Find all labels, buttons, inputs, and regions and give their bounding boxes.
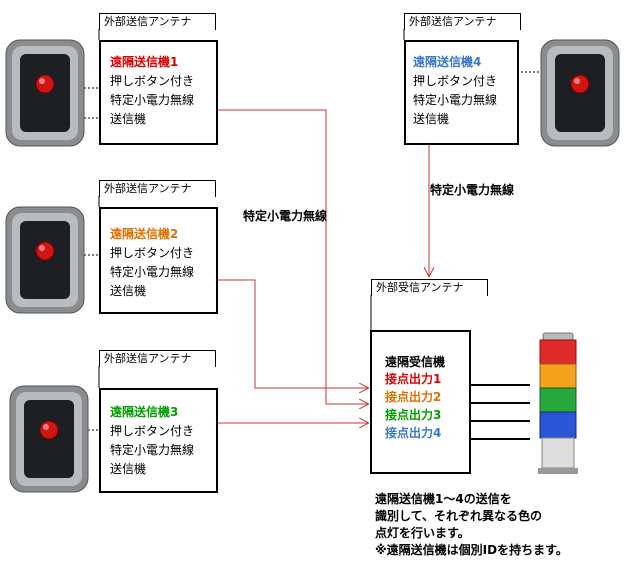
transmitter-box-4: 遠隔送信機4 押しボタン付き 特定小電力無線 送信機 bbox=[404, 40, 519, 145]
transmitter-line: 押しボタン付き bbox=[110, 74, 195, 88]
note-line-3: 点灯を行います。 bbox=[375, 526, 470, 540]
transmitter-line: 押しボタン付き bbox=[110, 424, 195, 438]
signal-tower bbox=[538, 332, 578, 474]
transmitter-line: 特定小電力無線 bbox=[110, 265, 195, 279]
transmitter-name-1: 遠隔送信機1 bbox=[110, 55, 179, 69]
radio-link-2 bbox=[218, 279, 368, 388]
transmitter-box-3: 遠隔送信機3 押しボタン付き 特定小電力無線 送信機 bbox=[99, 388, 218, 493]
transmitter-line: 特定小電力無線 bbox=[110, 93, 195, 107]
transmitter-line: 押しボタン付き bbox=[110, 246, 195, 260]
transmitter-line: 送信機 bbox=[110, 462, 147, 476]
antenna-label-tx4: 外部送信アンテナ bbox=[404, 13, 521, 30]
note-line-1: 遠隔送信機1～4の送信を bbox=[375, 492, 512, 506]
receiver-title: 遠隔受信機 bbox=[385, 355, 446, 369]
transmitter-line: 送信機 bbox=[413, 112, 450, 126]
antenna-label-tx2: 外部送信アンテナ bbox=[99, 180, 216, 197]
transmitter-name-3: 遠隔送信機3 bbox=[110, 405, 179, 419]
receiver-output-3: 接点出力3 bbox=[385, 408, 442, 422]
radio-link-1 bbox=[218, 109, 368, 404]
transmitter-device-1 bbox=[5, 39, 85, 147]
antenna-label-rx: 外部受信アンテナ bbox=[371, 279, 488, 296]
transmitter-box-1: 遠隔送信機1 押しボタン付き 特定小電力無線 送信機 bbox=[99, 40, 218, 145]
transmitter-line: 押しボタン付き bbox=[413, 74, 498, 88]
receiver-output-4: 接点出力4 bbox=[385, 426, 442, 440]
note-line-2: 識別して、それぞれ異なる色の bbox=[375, 509, 543, 523]
transmitter-line: 特定小電力無線 bbox=[110, 443, 195, 457]
transmitter-name-2: 遠隔送信機2 bbox=[110, 227, 179, 241]
transmitter-box-2: 遠隔送信機2 押しボタン付き 特定小電力無線 送信機 bbox=[99, 207, 218, 314]
transmitter-device-3 bbox=[9, 385, 89, 493]
receiver-output-1: 接点出力1 bbox=[385, 372, 442, 386]
transmitter-device-2 bbox=[5, 206, 85, 314]
transmitter-device-4 bbox=[540, 39, 620, 147]
transmitter-line: 特定小電力無線 bbox=[413, 93, 498, 107]
antenna-label-tx3: 外部送信アンテナ bbox=[99, 350, 216, 367]
receiver-box: 遠隔受信機 接点出力1 接点出力2 接点出力3 接点出力4 bbox=[370, 330, 471, 474]
receiver-output-2: 接点出力2 bbox=[385, 390, 442, 404]
transmitter-name-4: 遠隔送信機4 bbox=[413, 55, 482, 69]
radio-label-left: 特定小電力無線 bbox=[243, 209, 328, 223]
transmitter-line: 送信機 bbox=[110, 284, 147, 298]
transmitter-line: 送信機 bbox=[110, 112, 147, 126]
antenna-label-tx1: 外部送信アンテナ bbox=[99, 13, 216, 30]
note-line-4: ※遠隔送信機は個別IDを持ちます。 bbox=[375, 543, 568, 557]
radio-label-right: 特定小電力無線 bbox=[430, 183, 515, 197]
